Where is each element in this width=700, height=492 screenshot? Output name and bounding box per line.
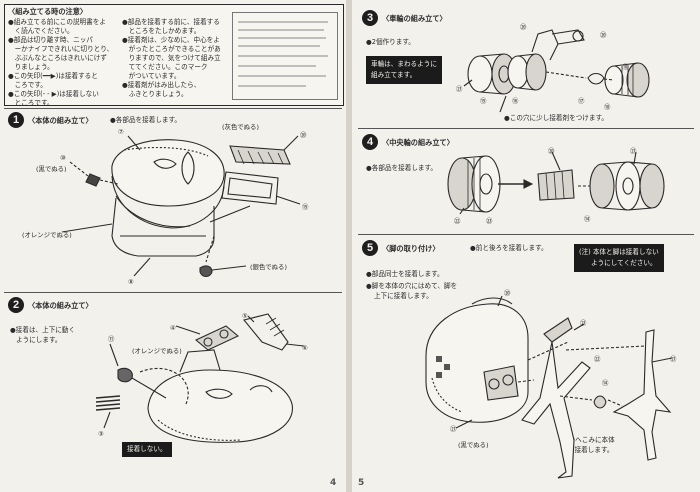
notes-title: 〈組み立てる時の注意〉 [8,7,88,16]
divider [4,108,342,109]
step-4-desc: ●各部品を接着します。 [366,164,438,172]
no-glue-label: 接着しない。 [122,442,172,457]
note-line: ●この矢印(- - ▶)は接着しない [8,90,99,98]
part-label: ⑳ [520,23,527,31]
part-label: ㉑ [670,355,677,363]
page-number-left: 4 [330,478,337,488]
part-label: ⑭ [584,215,591,223]
part-label: ⑱ [604,103,611,111]
step-4-illustration [447,151,665,215]
step-2-desc: ●接着は、上下に動く [10,326,76,334]
step-5-title: 〈脚の取り付け〉 [382,244,440,253]
left-page: 〈組み立てる時の注意〉 ●組み立てる前にこの説明書をよ く読んでください。 ●部… [0,0,348,492]
part-label: ⑩ [60,154,66,162]
part-label: ㉑ [450,425,457,433]
step-5-desc: ●前と後ろを接着します。 [470,244,548,252]
step-1-illustration [61,135,301,278]
note-line: ーかナイフできれいに切りとり、 [8,45,114,53]
part-label: ⑧ [128,278,134,286]
step-4-badge: 4 [362,134,378,150]
step-5-b: 上下に接着します。 [374,292,433,300]
part-label: ⑳ [504,289,511,297]
page-gutter [346,0,354,492]
step-5-b: ●脚を本体の穴にはめて、脚を [366,282,458,290]
part-label: ⑳ [600,31,607,39]
step-3-title: 〈車輪の組み立て〉 [382,14,447,23]
part-label: ⑳ [300,131,307,139]
part-label: ⑪ [108,335,115,343]
part-label: ⑮ [302,203,309,211]
step-2-badge: 2 [8,297,24,313]
divider [358,128,694,129]
step-3-illustration [463,29,650,113]
step-3-badge: 3 [362,10,378,26]
step-2-illustration [95,313,305,443]
hole-note: に接着します。 [568,446,614,454]
part-label: ⑱ [622,63,629,71]
note-line: ●部品を接着する前に、接着する [122,18,220,26]
part-label: ⑯ [512,97,519,105]
note-line: りましょう。 [8,63,54,71]
step-5-illustration [425,295,673,479]
part-label: ㉑ [580,319,587,327]
part-label: ㉑ [630,147,637,155]
step-3-note-line: 車輪は、まわるように [371,60,437,68]
paint-note: (黒でぬる) [36,165,67,173]
paint-note: (黒でぬる) [458,441,489,449]
part-label: ㉓ [486,217,493,225]
part-label: ⑭ [602,379,609,387]
step-2-title: 〈本体の組み立て〉 [28,301,93,310]
step-1-badge: 1 [8,112,24,128]
step-2-desc: ようにします。 [16,336,62,344]
note-line: ところをたしかめます。 [122,27,201,35]
part-label: ⑰ [578,97,585,105]
step-5-a: ●部品同士を接着します。 [366,270,444,278]
step-5-badge: 5 [362,240,378,256]
note-line: ふきとりましょう。 [122,90,188,98]
part-label: ③ [98,430,104,438]
part-label: ⑮ [480,97,487,105]
paint-note: (オレンジでぬる) [132,347,182,355]
part-label: ⑦ [118,128,124,136]
note-line: ところです。 [8,99,54,107]
note-line: ●この矢印(━━▶)は接着すると [8,72,98,80]
note-line: ●接着剤がはみ出したら、 [122,81,201,89]
step-1-title: 〈本体の組み立て〉 [28,116,93,125]
paint-note: (灰色でぬる) [222,123,259,131]
part-label: ④ [170,324,176,332]
step-3-note-line: 組み立てます。 [371,71,417,79]
page-number-right: 5 [358,478,365,488]
part-label: ㉒ [454,217,461,225]
caution-box: (注) 本体と脚は接着しない ようにしてください。 [574,244,664,272]
step-3-desc: ●2個作ります。 [366,38,415,46]
paint-legend-scribble [238,21,328,87]
note-line: ●接着剤は、少なめに、中心をよ [122,36,220,44]
note-line: ●部品は切り離す時、ニッパ [8,36,93,44]
note-line: がったところができることがあ [122,45,221,53]
note-line: ●組み立てる前にこの説明書をよ [8,18,106,26]
part-label: ⑳ [548,147,555,155]
part-label: ⑤ [242,312,248,320]
caution-line: (注) 本体と脚は接着しない [579,248,659,256]
note-line: りますので、気をつけて組み立 [122,54,221,62]
divider [358,234,694,235]
step-4-title: 〈中央輪の組み立て〉 [382,138,454,147]
caution-line: ようにしてください。 [591,259,657,267]
hole-note: このへこみに本体 [562,436,615,444]
note-line: く読んでください。 [8,27,74,35]
right-page: 3 〈車輪の組み立て〉 ●2個作ります。 車輪は、まわるように 組み立てます。 … [352,0,700,492]
part-label: ㉑ [456,85,463,93]
note-line: がついています。 [122,72,181,80]
part-label: ⑥ [302,344,308,352]
divider [4,292,342,293]
step-3-note: 車輪は、まわるように 組み立てます。 [366,56,442,84]
note-line: ころです。 [8,81,47,89]
step-1-desc: ●各部品を接着します。 [110,116,182,124]
paint-note: (オレンジでぬる) [22,231,72,239]
step-3-hole-note: ●この穴に少し接着剤をつけます。 [504,114,608,122]
paint-note: (銀色でぬる) [250,263,287,271]
note-line: ぶぶんなところはきれいにけず [8,54,107,62]
note-line: ててください。このマーク [122,63,208,71]
part-label: ㉒ [594,355,601,363]
